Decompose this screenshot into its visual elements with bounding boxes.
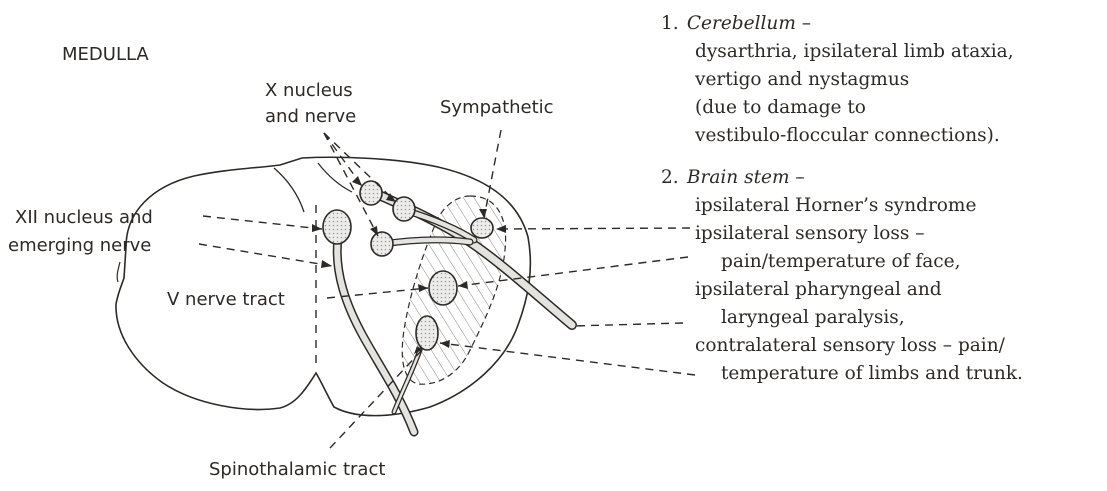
sensory-loss-detail: pain/temperature of face, bbox=[661, 248, 1103, 276]
clinical-notes: 1. Cerebellum – dysarthria, ipsilateral … bbox=[661, 10, 1103, 388]
brainstem-dash: – bbox=[790, 167, 805, 188]
pharyngeal-text: ipsilateral pharyngeal and bbox=[661, 276, 1103, 304]
contralateral-detail: temperature of limbs and trunk. bbox=[661, 360, 1103, 388]
arrow-xii-1 bbox=[312, 224, 322, 232]
x-nucleus-label-2: and nerve bbox=[265, 106, 356, 127]
v-tract-label: V nerve tract bbox=[167, 289, 285, 310]
arrow-x1 bbox=[352, 176, 362, 186]
sympathetic-label: Sympathetic bbox=[440, 97, 554, 118]
horner-text: ipsilateral Horner’s syndrome bbox=[661, 192, 1103, 220]
ventricle-contour-2 bbox=[318, 163, 352, 192]
xii-nucleus bbox=[323, 210, 351, 244]
contralateral-text: contralateral sensory loss – pain/ bbox=[661, 332, 1103, 360]
arrow-x3 bbox=[370, 226, 378, 236]
brainstem-heading: 2. Brain stem – bbox=[661, 164, 1103, 192]
x-nucleus-label-1: X nucleus bbox=[265, 80, 353, 101]
x-nucleus-3 bbox=[371, 232, 393, 256]
v-tract-nucleus bbox=[429, 271, 457, 305]
medulla-label: MEDULLA bbox=[62, 44, 149, 65]
cerebellum-line-4: vestibulo-floccular connections). bbox=[661, 122, 1103, 150]
sympathetic-nucleus bbox=[471, 218, 493, 238]
xii-label-2: emerging nerve bbox=[8, 235, 151, 256]
pharyngeal-detail: laryngeal paralysis, bbox=[661, 304, 1103, 332]
sensory-loss-text: ipsilateral sensory loss – bbox=[661, 220, 1103, 248]
cerebellum-number: 1. bbox=[661, 10, 681, 38]
xii-leader-1 bbox=[203, 216, 322, 229]
brainstem-title: Brain stem bbox=[687, 167, 790, 188]
arrow-xii-2 bbox=[321, 260, 332, 268]
outline-notch bbox=[117, 262, 120, 282]
xii-label-1: XII nucleus and bbox=[15, 207, 153, 228]
spinothalamic-nucleus bbox=[416, 316, 438, 350]
cerebellum-line-1: dysarthria, ipsilateral limb ataxia, bbox=[661, 38, 1103, 66]
x-nucleus-2 bbox=[393, 197, 415, 221]
ventricle-contour bbox=[274, 168, 304, 212]
contra-leader bbox=[440, 343, 695, 375]
cerebellum-line-3: (due to damage to bbox=[661, 94, 1103, 122]
spinothalamic-label: Spinothalamic tract bbox=[209, 459, 385, 480]
brainstem-number: 2. bbox=[661, 164, 681, 192]
xii-leader-2 bbox=[199, 244, 332, 266]
cerebellum-title: Cerebellum bbox=[687, 13, 796, 34]
cerebellum-line-2: vertigo and nystagmus bbox=[661, 66, 1103, 94]
cerebellum-dash: – bbox=[796, 13, 811, 34]
cerebellum-heading: 1. Cerebellum – bbox=[661, 10, 1103, 38]
xii-nerve bbox=[337, 238, 414, 432]
